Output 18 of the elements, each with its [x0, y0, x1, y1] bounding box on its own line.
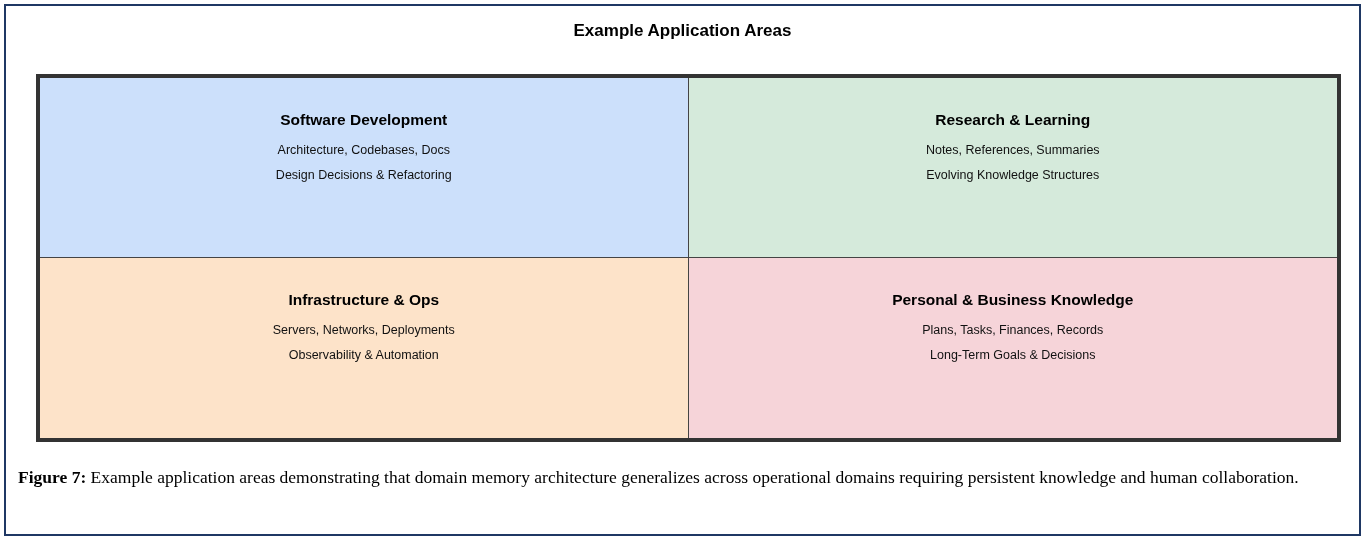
category-item: Observability & Automation	[288, 347, 439, 364]
category-item: Plans, Tasks, Finances, Records	[922, 322, 1104, 340]
category-heading: Software Development	[280, 110, 448, 130]
category-item: Long-Term Goals & Decisions	[930, 347, 1096, 364]
category-item: Notes, References, Summaries	[925, 142, 1100, 160]
category-item: Servers, Networks, Deployments	[272, 322, 455, 340]
category-cell	[40, 78, 689, 258]
category-heading: Research & Learning	[935, 110, 1091, 130]
title: Example Application Areas	[573, 20, 792, 42]
category-item: Evolving Knowledge Structures	[926, 167, 1100, 184]
category-cell	[688, 78, 1337, 258]
category-item: Design Decisions & Refactoring	[275, 167, 452, 184]
caption: Figure 7: Example application areas demonstrating that domain memory architecture generalizes across operational domains requiring persistent knowledge and human collaboration.	[18, 466, 1300, 489]
category-cell	[40, 258, 689, 438]
category-heading: Personal & Business Knowledge	[892, 290, 1134, 310]
category-heading: Infrastructure & Ops	[288, 290, 440, 310]
category-item: Architecture, Codebases, Docs	[277, 142, 450, 160]
category-cell	[688, 258, 1337, 438]
